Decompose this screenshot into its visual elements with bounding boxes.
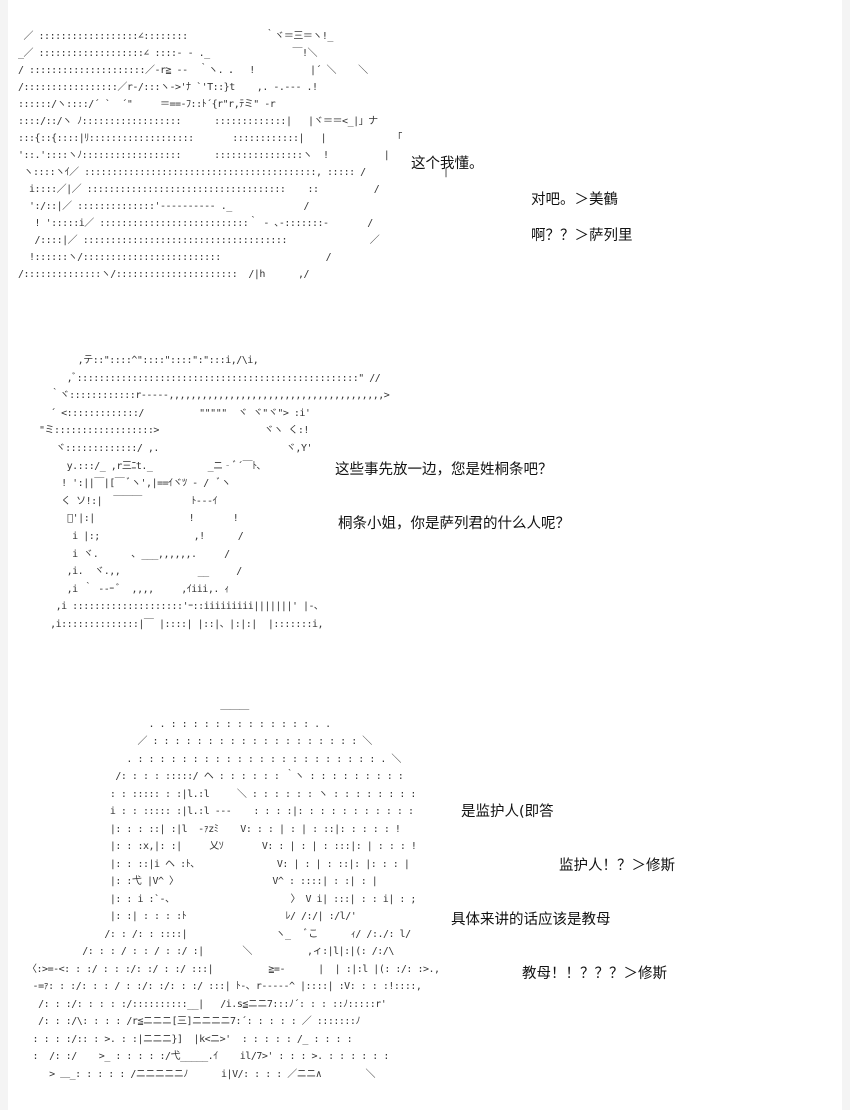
ascii-art-man-with-sunglasses: ,テ::"::::^"::::"::::":":::i,/\i, ,ﾞ:::::… — [39, 355, 390, 630]
dialogue-line: 对吧。＞美鶴 — [531, 192, 618, 208]
dialogue-line: 具体来讲的话应该是教母 — [451, 912, 611, 928]
dialogue-line: 桐条小姐，你是萨列君的什么人呢？ — [338, 516, 570, 532]
dialogue-line: 教母！！？？？＞修斯 — [522, 966, 667, 982]
dialogue-line: 这些事先放一边，您是姓桐条吧？ — [335, 462, 553, 478]
dialogue-line: 啊？？＞萨列里 — [531, 228, 633, 244]
ascii-art-man-with-cigarette: ／ ::::::::::::::::::∠:::::::: ｀ヾ＝三＝ヽ!_ _… — [18, 31, 449, 280]
dialogue-line: 是监护人(即答 — [461, 804, 554, 820]
dialogue-line: 这个我懂。 — [411, 156, 484, 172]
ascii-art-girl-long-hair: ＿＿＿ . . : : : : : : : : : : : : : . . ／ … — [27, 701, 440, 1080]
dialogue-line: 监护人！？＞修斯 — [559, 858, 675, 874]
